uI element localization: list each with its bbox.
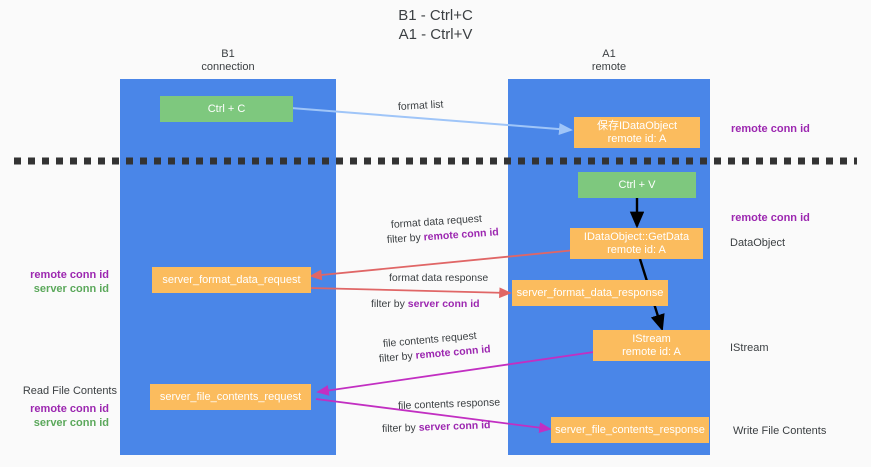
annotation-left-mid-remote-conn-id-text: remote conn id (30, 269, 109, 281)
annotation-right-mid-remote-conn-id-text: remote conn id (731, 212, 810, 224)
edge-label-format-list-text: format list (397, 98, 444, 113)
edge-label-format-list: format list (398, 98, 444, 114)
annotation-left-read-file-contents: Read File Contents (0, 384, 117, 398)
box-server-file-contents-response[interactable]: server_file_contents_response (551, 417, 709, 443)
edge-label-file-contents-response-filter: filter by server conn id (382, 419, 491, 436)
column-right-name: A1 (602, 48, 616, 60)
annotation-right-top-remote-conn-id-text: remote conn id (731, 123, 810, 135)
box-server-file-contents-request-label: server_file_contents_request (159, 390, 302, 403)
box-istream-line2: remote id: A (622, 345, 681, 358)
box-ctrl-c[interactable]: Ctrl + C (160, 96, 293, 122)
box-server-format-data-request-label: server_format_data_request (162, 273, 301, 286)
annotation-right-istream: IStream (730, 341, 769, 355)
box-server-format-data-request[interactable]: server_format_data_request (152, 267, 311, 293)
edge-label-fcresp-filter-key: server conn id (418, 419, 491, 434)
annotation-right-write-file-contents: Write File Contents (733, 424, 826, 438)
box-ctrl-v-label: Ctrl + V (618, 178, 656, 191)
box-save-idataobject-line2: remote id: A (607, 132, 667, 145)
edge-label-file-contents-response-text: file contents response (397, 396, 501, 412)
box-istream[interactable]: IStream remote id: A (593, 330, 710, 361)
edge-label-fcr-filter-prefix: filter by (378, 349, 417, 365)
box-istream-line1: IStream (632, 332, 671, 345)
column-header-left: B1 connection (120, 48, 336, 74)
box-server-format-data-response-label: server_format_data_response (516, 286, 664, 299)
annotation-left-read-file-contents-text: Read File Contents (22, 385, 117, 397)
arrow-format-data-response (310, 287, 512, 299)
box-server-format-data-response[interactable]: server_format_data_response (512, 280, 668, 306)
edge-label-format-data-response-text: format data response (389, 272, 489, 284)
title-line-2: A1 - Ctrl+V (398, 26, 473, 43)
edge-label-format-data-response: format data response (389, 272, 488, 285)
box-save-idataobject-line1: 保存IDataObject (596, 119, 678, 132)
box-server-file-contents-request[interactable]: server_file_contents_request (150, 384, 311, 410)
title-line-1: B1 - Ctrl+C (398, 7, 473, 24)
box-ctrl-c-label: Ctrl + C (207, 102, 246, 115)
edge-label-fdresp-filter-prefix: filter by (371, 298, 408, 310)
box-server-file-contents-response-label: server_file_contents_response (555, 423, 705, 436)
annotation-left-bot-remote-conn-id-text: remote conn id (30, 403, 109, 415)
edge-label-fdresp-filter-key: server conn id (407, 298, 480, 310)
box-getdata-line2: remote id: A (607, 243, 666, 256)
annotation-left-mid-server-conn-id-text: server conn id (33, 283, 109, 295)
box-getdata-line1: IDataObject::GetData (583, 230, 690, 243)
diagram-title: B1 - Ctrl+C A1 - Ctrl+V (0, 6, 871, 44)
annotation-left-bot-remote-conn-id: remote conn id (0, 402, 109, 416)
annotation-left-mid-server-conn-id: server conn id (0, 282, 109, 296)
annotation-left-bot-server-conn-id: server conn id (0, 416, 109, 430)
column-left-role: connection (201, 61, 255, 73)
edge-label-fcresp-filter-prefix: filter by (381, 421, 419, 435)
column-right-role: remote (591, 61, 627, 73)
column-header-right: A1 remote (508, 48, 710, 74)
edge-label-file-contents-response: file contents response (398, 396, 501, 413)
annotation-right-dataobject: DataObject (730, 236, 785, 250)
annotation-right-dataobject-text: DataObject (730, 237, 786, 249)
column-left-name: B1 (221, 48, 235, 60)
annotation-left-mid-remote-conn-id: remote conn id (0, 268, 109, 282)
annotation-left-bot-server-conn-id-text: server conn id (33, 417, 109, 429)
annotation-right-mid-remote-conn-id: remote conn id (731, 211, 810, 225)
annotation-right-write-file-contents-text: Write File Contents (733, 425, 827, 437)
edge-label-format-data-response-filter: filter by server conn id (371, 298, 480, 311)
annotation-right-top-remote-conn-id: remote conn id (731, 122, 810, 136)
edge-label-fdr-filter-prefix: filter by (386, 231, 425, 246)
annotation-right-istream-text: IStream (730, 342, 769, 354)
box-idataobject-getdata[interactable]: IDataObject::GetData remote id: A (570, 228, 703, 259)
box-ctrl-v[interactable]: Ctrl + V (578, 172, 696, 198)
box-save-idataobject[interactable]: 保存IDataObject remote id: A (574, 117, 700, 148)
